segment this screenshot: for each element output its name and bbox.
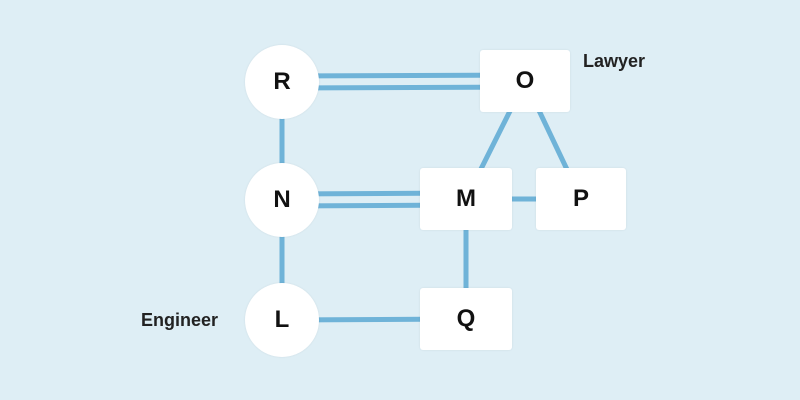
engineer-label: Engineer [141, 310, 219, 330]
node-m-label: M [456, 185, 476, 212]
node-q: Q [420, 288, 512, 350]
node-r: R [245, 45, 319, 119]
node-r-label: R [273, 68, 291, 95]
node-n-label: N [273, 186, 291, 213]
node-l: L [245, 283, 319, 357]
node-l-label: L [274, 306, 290, 333]
node-o: O [480, 50, 570, 112]
node-q-label: Q [456, 305, 476, 332]
node-n: N [245, 163, 319, 237]
node-m: M [420, 168, 512, 230]
node-p-label: P [572, 185, 589, 212]
lawyer-label: Lawyer [583, 51, 646, 71]
node-p: P [536, 168, 626, 230]
node-o-label: O [515, 67, 535, 94]
